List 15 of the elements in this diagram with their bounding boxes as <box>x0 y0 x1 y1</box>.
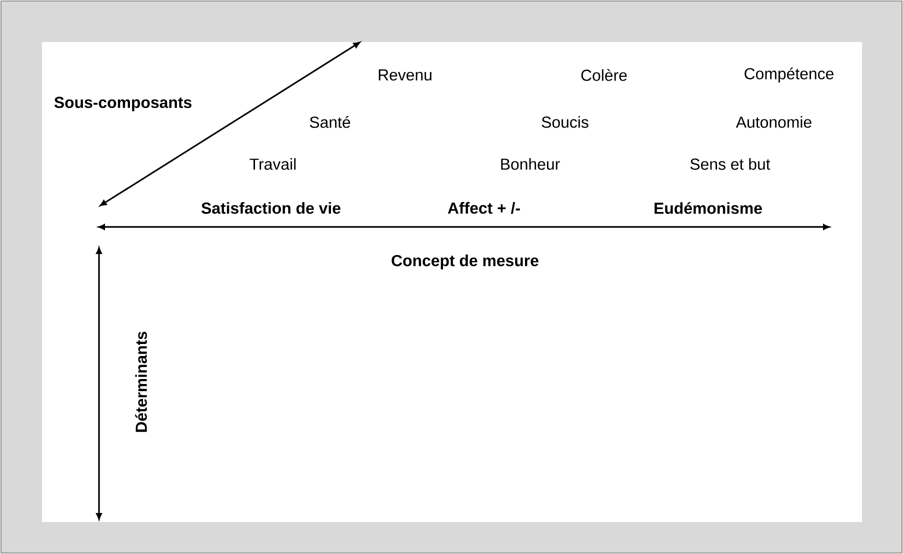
category-label: Satisfaction de vie <box>201 202 340 214</box>
item-label: Travail <box>250 158 296 170</box>
category-label: Affect + /- <box>448 202 520 214</box>
item-label: Compétence <box>744 67 834 83</box>
axis-label: Sous-composants <box>54 96 192 112</box>
item-label: Bonheur <box>501 158 560 170</box>
category-label: Eudémonisme <box>654 202 762 214</box>
item-label: Colère <box>581 69 627 81</box>
item-label: Soucis <box>542 116 588 128</box>
axis-label: Concept de mesure <box>392 254 538 270</box>
item-label: Autonomie <box>736 116 812 128</box>
axis-label: Déterminants <box>135 332 147 432</box>
item-label: Revenu <box>378 69 432 81</box>
item-label: Santé <box>310 116 350 128</box>
item-label: Sens et but <box>690 158 770 170</box>
